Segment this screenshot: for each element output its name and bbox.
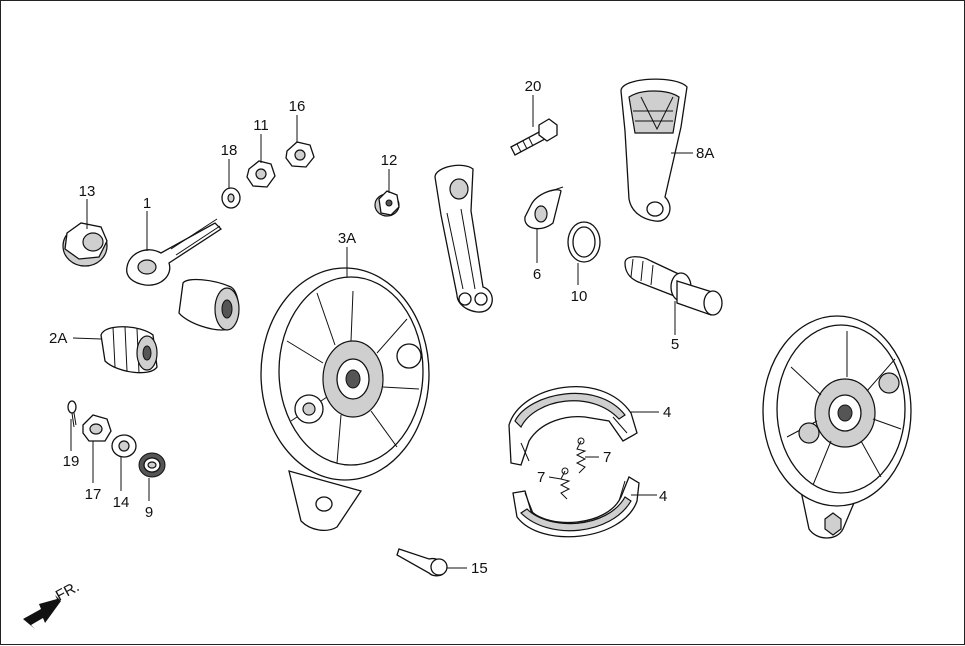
part-8A-brake-arm xyxy=(620,78,688,222)
part-12-flange-nut xyxy=(374,190,400,217)
part-16-nut xyxy=(285,141,315,168)
callout-12: 12 xyxy=(381,152,398,169)
part-15-pivot-bolt xyxy=(396,548,448,577)
front-direction-arrow xyxy=(23,595,61,629)
part-7-springs xyxy=(559,437,587,500)
part-20-bolt xyxy=(510,118,558,156)
callout-labels: 13 1 18 11 16 12 3A 2A 19 17 14 9 20 6 1… xyxy=(49,78,714,605)
brake-panel-assembled xyxy=(762,315,912,539)
callout-14: 14 xyxy=(113,494,130,511)
leader-lines xyxy=(70,95,693,569)
callout-15: 15 xyxy=(471,560,488,577)
callout-13: 13 xyxy=(79,183,96,200)
callout-17: 17 xyxy=(85,486,102,503)
brake-arm xyxy=(434,164,493,313)
part-9-bearing xyxy=(138,452,166,478)
callout-4-upper: 4 xyxy=(663,404,671,421)
callout-9: 9 xyxy=(145,504,153,521)
callout-3A: 3A xyxy=(338,230,356,247)
part-11-nut xyxy=(246,160,276,188)
part-10-o-ring xyxy=(567,221,601,263)
callout-2A: 2A xyxy=(49,330,67,347)
part-18-washer xyxy=(221,187,241,209)
callout-10: 10 xyxy=(571,288,588,305)
part-19-cotter-pin xyxy=(67,400,77,428)
callout-7-lower: 7 xyxy=(537,469,545,486)
callout-5: 5 xyxy=(671,336,679,353)
callout-7-upper: 7 xyxy=(603,449,611,466)
callout-18: 18 xyxy=(221,142,238,159)
part-1-chain-adjuster xyxy=(126,218,223,286)
part-5-brake-cam xyxy=(624,256,723,316)
collar-part xyxy=(178,278,240,331)
part-6-indicator-plate xyxy=(524,186,564,230)
callout-19: 19 xyxy=(63,453,80,470)
part-3A-brake-panel xyxy=(260,267,430,532)
part-17-castle-nut xyxy=(82,414,112,442)
part-4-brake-shoe-lower xyxy=(512,476,640,538)
callout-11: 11 xyxy=(253,117,269,134)
part-13-flange-nut xyxy=(62,222,108,267)
part-14-washer xyxy=(111,434,137,458)
part-4-brake-shoe-upper xyxy=(508,386,638,466)
callout-4-lower: 4 xyxy=(659,488,667,505)
callout-6: 6 xyxy=(533,266,541,283)
part-2A-spacer xyxy=(100,326,158,374)
callout-8A: 8A xyxy=(696,145,714,162)
callout-20: 20 xyxy=(525,78,542,95)
callout-1: 1 xyxy=(143,195,151,212)
callout-16: 16 xyxy=(289,98,306,115)
